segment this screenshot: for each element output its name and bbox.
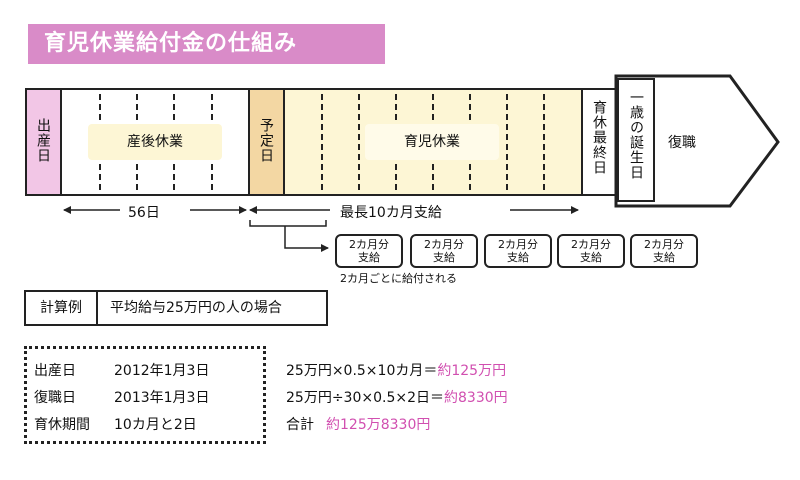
return-label: 復職 — [668, 135, 696, 151]
payment-action: 支給 — [580, 251, 602, 264]
leave-end-label: 育休最終日 — [591, 100, 607, 175]
page-title: 育児休業給付金の仕組み — [28, 24, 385, 64]
calc-expr: 合計 — [286, 417, 314, 433]
birthday-segment: 一歳の誕生日 — [617, 78, 655, 202]
return-arrow-shape — [614, 74, 780, 208]
calc-expr: 25万円×0.5×10カ月＝ — [286, 363, 438, 379]
payment-action: 支給 — [358, 251, 380, 264]
bracket-arrow — [284, 226, 329, 252]
birth-segment: 出産日 — [25, 88, 62, 196]
divider — [321, 94, 323, 190]
payment-amount: 2カ月分 — [349, 238, 389, 251]
span-10-label: 最長10カ月支給 — [340, 205, 442, 221]
divider — [358, 94, 360, 190]
payment-note: 2カ月ごとに給付される — [340, 272, 457, 285]
calc-row: 合計約125万8330円 — [286, 414, 430, 434]
payment-amount: 2カ月分 — [424, 238, 464, 251]
calc-expr: 25万円÷30×0.5×2日＝ — [286, 390, 444, 406]
payment-action: 支給 — [653, 251, 675, 264]
payment-amount: 2カ月分 — [498, 238, 538, 251]
calc-row: 25万円÷30×0.5×2日＝約8330円 — [286, 387, 508, 407]
divider — [506, 94, 508, 190]
birthday-label: 一歳の誕生日 — [628, 90, 644, 180]
fact-label: 復職日 — [34, 390, 76, 406]
postpartum-label: 産後休業 — [88, 124, 222, 160]
fact-value: 2012年1月3日 — [114, 363, 210, 379]
fact-label: 育休期間 — [34, 417, 90, 433]
calc-result: 約125万円 — [437, 363, 507, 379]
payment-action: 支給 — [433, 251, 455, 264]
payment-pill: 2カ月分支給 — [484, 234, 552, 268]
example-label: 計算例 — [26, 292, 98, 324]
due-label: 予定日 — [258, 118, 274, 163]
facts-box — [24, 346, 266, 444]
fact-label: 出産日 — [34, 363, 76, 379]
span-arrows — [63, 206, 579, 252]
childcare-label: 育児休業 — [365, 124, 499, 160]
example-box: 計算例 平均給与25万円の人の場合 — [24, 290, 328, 326]
calc-result: 約125万8330円 — [326, 417, 431, 433]
payment-action: 支給 — [507, 251, 529, 264]
payment-amount: 2カ月分 — [571, 238, 611, 251]
leave-end-segment: 育休最終日 — [581, 88, 617, 196]
postpartum-segment — [62, 88, 248, 196]
due-segment: 予定日 — [248, 88, 285, 196]
span-56-label: 56日 — [128, 205, 160, 221]
birth-label: 出産日 — [35, 118, 51, 163]
payment-pill: 2カ月分支給 — [557, 234, 625, 268]
payment-amount: 2カ月分 — [644, 238, 684, 251]
calc-result: 約8330円 — [444, 390, 508, 406]
payment-pill: 2カ月分支給 — [410, 234, 478, 268]
calc-row: 25万円×0.5×10カ月＝約125万円 — [286, 360, 506, 380]
divider — [543, 94, 545, 190]
bracket — [249, 220, 327, 227]
example-desc: 平均給与25万円の人の場合 — [110, 300, 282, 316]
payment-pill: 2カ月分支給 — [630, 234, 698, 268]
payment-pill: 2カ月分支給 — [335, 234, 403, 268]
fact-value: 10カ月と2日 — [114, 417, 197, 433]
fact-value: 2013年1月3日 — [114, 390, 210, 406]
